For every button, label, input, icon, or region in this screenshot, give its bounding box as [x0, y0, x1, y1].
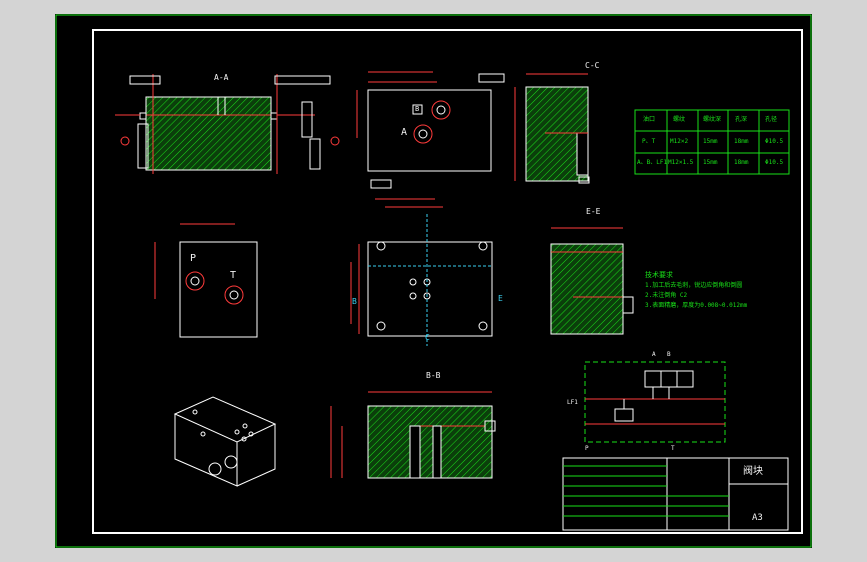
- tech-requirements-title: 技术要求: [645, 271, 673, 279]
- port-table-cell: M12×1.5: [668, 159, 694, 166]
- section-cc-view: [514, 73, 590, 184]
- title-block: [562, 457, 789, 531]
- port-table-cell: 15mm: [703, 138, 718, 145]
- port-table-header: 孔深: [735, 116, 748, 123]
- outer-sheet-border: [55, 14, 812, 548]
- left-view-port-p: P: [190, 253, 197, 264]
- port-table-cell: 15mm: [703, 159, 718, 166]
- hydraulic-schematic: [584, 361, 726, 443]
- schematic-label-lf1: LF1: [567, 399, 578, 406]
- title-block-part-name: 阀块: [743, 466, 763, 477]
- isometric-view: [173, 396, 277, 487]
- port-table-cell: 18mm: [734, 138, 749, 145]
- port-table-cell: Φ10.5: [765, 159, 784, 166]
- section-bb-view: [330, 391, 496, 479]
- title-block-sheet-size: A3: [752, 513, 763, 523]
- port-table-cell: A、B、LF1: [637, 159, 668, 166]
- inner-frame-border: [92, 29, 803, 534]
- schematic-label-t: T: [671, 445, 675, 452]
- port-table-header: 螺纹: [673, 116, 686, 123]
- tech-requirement-item: 1.加工后去毛刺，锐边应倒角和倒圆: [645, 282, 743, 289]
- tech-requirement-item: 2.未注倒角 C2: [645, 292, 688, 299]
- port-table-cell: P、T: [642, 138, 656, 145]
- cad-viewport[interactable]: A-A C-C E-E B-B A B P T B C E 油口 螺纹 螺纹深 …: [55, 14, 812, 548]
- front-view-marker-c: C: [425, 333, 430, 342]
- port-table-cell: M12×2: [670, 138, 689, 145]
- front-view: [350, 179, 493, 346]
- section-ee-title: E-E: [586, 207, 601, 216]
- tech-requirement-item: 3.表面精磨，厚度为0.008~0.012mm: [645, 302, 748, 309]
- schematic-label-b: B: [667, 351, 671, 358]
- left-view: [154, 223, 258, 338]
- top-view-port-b: B: [415, 105, 420, 113]
- left-view-port-t: T: [230, 270, 237, 281]
- port-table-cell: 18mm: [734, 159, 749, 166]
- port-table-grid: [634, 109, 790, 175]
- section-aa-view: [115, 74, 340, 174]
- section-cc-title: C-C: [585, 61, 600, 70]
- schematic-label-a: A: [652, 351, 656, 358]
- top-view-port-a: A: [401, 127, 408, 138]
- section-bb-title: B-B: [426, 371, 441, 380]
- port-table-header: 螺纹深: [703, 116, 722, 123]
- port-table-header: 孔径: [765, 116, 778, 123]
- section-aa-title: A-A: [214, 73, 229, 82]
- section-ee-view: [550, 227, 634, 335]
- port-table-cell: Φ10.5: [765, 138, 784, 145]
- front-view-marker-e: E: [498, 294, 503, 303]
- schematic-label-p: P: [585, 445, 589, 452]
- front-view-marker-b: B: [352, 297, 357, 306]
- engineering-drawing: [55, 14, 812, 548]
- port-table-header: 油口: [643, 116, 656, 123]
- top-view: [356, 71, 505, 172]
